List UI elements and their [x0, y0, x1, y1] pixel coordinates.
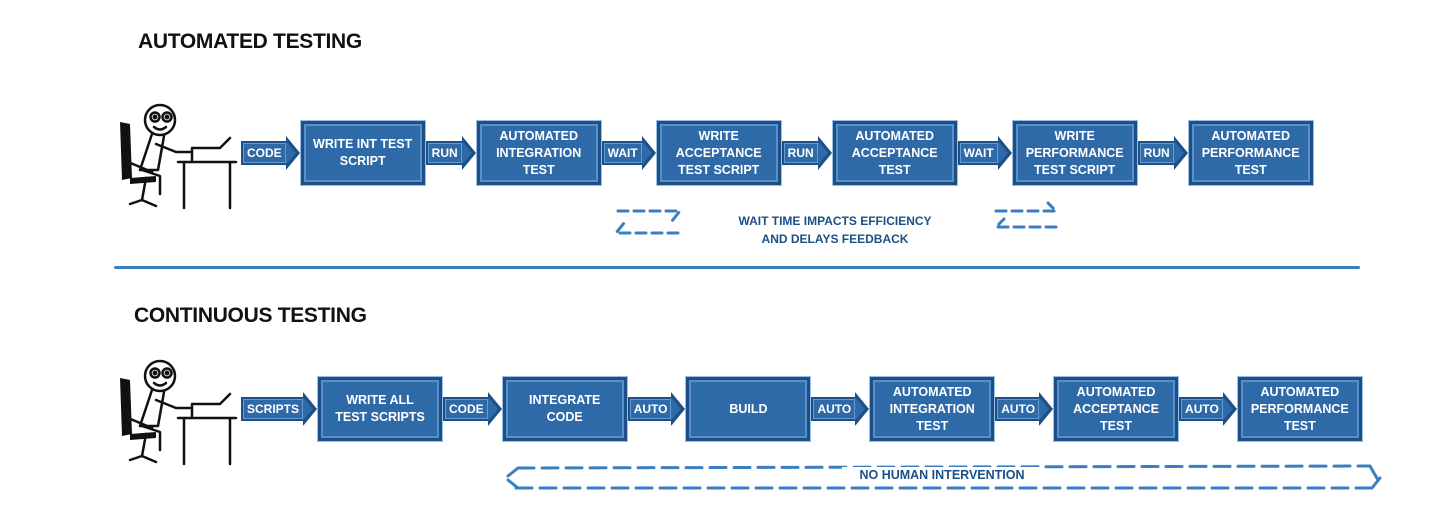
continuous-arrow-auto-6: AUTO: [811, 392, 870, 426]
arrow-label: AUTO: [995, 397, 1040, 421]
developer-at-desk-icon-2: [120, 359, 238, 466]
arrow-head-icon: [303, 392, 318, 426]
arrow-label: CODE: [443, 397, 488, 421]
automated-testing-title: AUTOMATED TESTING: [138, 30, 362, 53]
no-human-intervention-note: NO HUMAN INTERVENTION: [842, 467, 1042, 483]
arrow-label: AUTO: [627, 397, 672, 421]
automated-arrow-wait-4: WAIT: [601, 136, 656, 170]
continuous-arrow-auto-8: AUTO: [995, 392, 1054, 426]
automated-step-automated-acceptance-test: AUTOMATED ACCEPTANCE TEST: [832, 121, 957, 185]
arrow-head-icon: [997, 136, 1012, 170]
continuous-testing-title: CONTINUOUS TESTING: [134, 304, 367, 327]
arrow-label: RUN: [781, 141, 818, 165]
arrow-head-icon: [671, 392, 686, 426]
arrow-label: WAIT: [601, 141, 642, 165]
arrow-head-icon: [461, 136, 476, 170]
wait-loop-right-icon: [992, 201, 1060, 229]
arrow-head-icon: [285, 136, 300, 170]
arrow-head-icon: [487, 392, 502, 426]
arrow-head-icon: [1173, 136, 1188, 170]
continuous-step-write-all-test-scripts: WRITE ALL TEST SCRIPTS: [318, 377, 443, 441]
arrow-label: SCRIPTS: [241, 397, 304, 421]
continuous-step-integrate-code: INTEGRATE CODE: [502, 377, 627, 441]
arrow-head-icon: [641, 136, 656, 170]
automated-step-write-acceptance-test-script: WRITE ACCEPTANCE TEST SCRIPT: [656, 121, 781, 185]
section-divider: [114, 266, 1360, 269]
continuous-arrow-scripts-0: SCRIPTS: [241, 392, 318, 426]
continuous-step-automated-integration-test: AUTOMATED INTEGRATION TEST: [870, 377, 995, 441]
automated-arrow-run-6: RUN: [781, 136, 832, 170]
continuous-arrow-code-2: CODE: [443, 392, 502, 426]
continuous-step-automated-performance-test: AUTOMATED PERFORMANCE TEST: [1237, 377, 1362, 441]
arrow-label: CODE: [241, 141, 286, 165]
automated-step-write-int-test-script: WRITE INT TEST SCRIPT: [300, 121, 425, 185]
continuous-arrow-auto-4: AUTO: [627, 392, 686, 426]
arrow-head-icon: [1222, 392, 1237, 426]
automated-arrow-run-2: RUN: [425, 136, 476, 170]
automated-arrow-run-10: RUN: [1137, 136, 1188, 170]
continuous-step-build: BUILD: [686, 377, 811, 441]
continuous-arrow-auto-10: AUTO: [1179, 392, 1237, 426]
arrow-label: WAIT: [957, 141, 998, 165]
automated-step-automated-integration-test: AUTOMATED INTEGRATION TEST: [476, 121, 601, 185]
arrow-head-icon: [817, 136, 832, 170]
developer-at-desk-icon: [120, 103, 238, 210]
arrow-label: RUN: [425, 141, 462, 165]
arrow-label: AUTO: [1179, 397, 1223, 421]
no-human-intervention-loop-icon: [506, 464, 1382, 490]
automated-step-automated-performance-test: AUTOMATED PERFORMANCE TEST: [1188, 121, 1313, 185]
arrow-head-icon: [1039, 392, 1054, 426]
arrow-label: RUN: [1137, 141, 1174, 165]
automated-arrow-wait-8: WAIT: [957, 136, 1012, 170]
wait-time-note: WAIT TIME IMPACTS EFFICIENCY AND DELAYS …: [738, 214, 932, 246]
automated-step-write-performance-test-script: WRITE PERFORMANCE TEST SCRIPT: [1012, 121, 1137, 185]
automated-arrow-code-0: CODE: [241, 136, 300, 170]
arrow-head-icon: [855, 392, 870, 426]
wait-loop-left-icon: [612, 209, 684, 235]
arrow-label: AUTO: [811, 397, 856, 421]
continuous-step-automated-acceptance-test: AUTOMATED ACCEPTANCE TEST: [1054, 377, 1179, 441]
